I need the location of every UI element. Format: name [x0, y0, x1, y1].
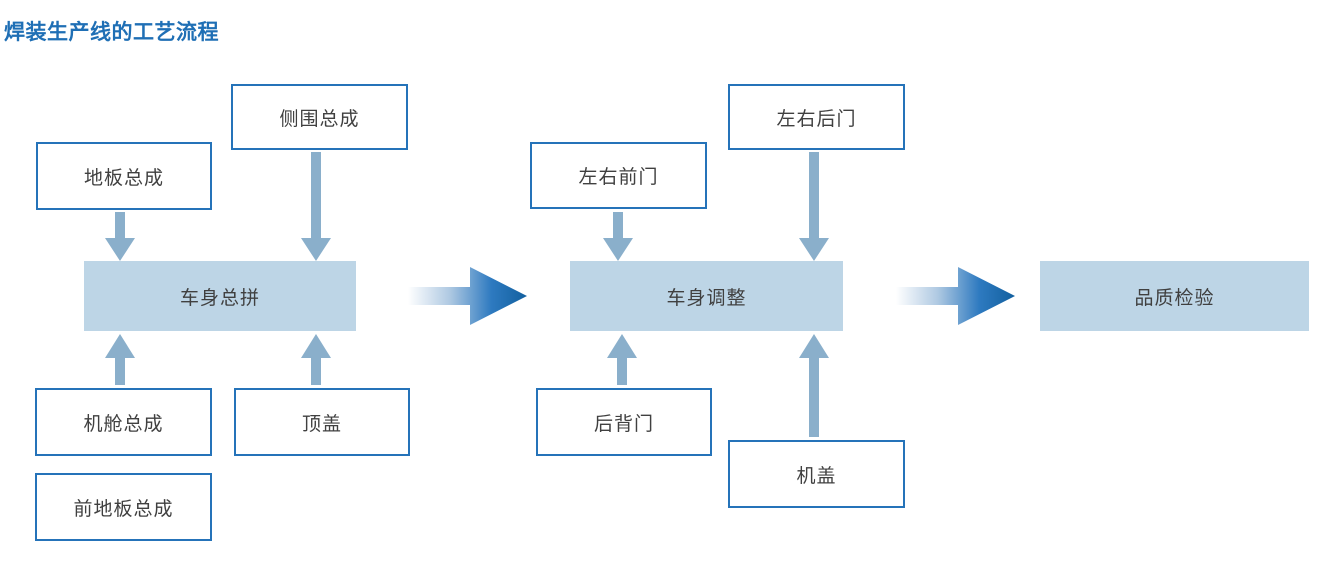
- arrow-up-enginebay-to-framing: [104, 334, 136, 386]
- arrow-up-hood-to-adjustment: [798, 334, 830, 438]
- node-front-floor-assembly[interactable]: 前地板总成: [35, 473, 212, 541]
- node-label: 侧围总成: [279, 108, 360, 130]
- node-label: 品质检验: [1134, 287, 1215, 309]
- node-side-panel-assembly[interactable]: 侧围总成: [231, 84, 408, 150]
- node-front-doors[interactable]: 左右前门: [530, 142, 707, 209]
- flow-arrow-framing-to-adjustment: [408, 265, 528, 327]
- node-body-framing[interactable]: 车身总拼: [84, 261, 356, 331]
- page-title: 焊装生产线的工艺流程: [4, 21, 219, 44]
- node-body-adjustment[interactable]: 车身调整: [570, 261, 843, 331]
- node-label: 前地板总成: [73, 498, 174, 520]
- flow-arrow-adjustment-to-inspection: [896, 265, 1016, 327]
- arrow-down-frontdoors-to-adjustment: [602, 212, 634, 262]
- arrow-down-reardoors-to-adjustment: [798, 152, 830, 262]
- node-label: 车身总拼: [179, 287, 260, 309]
- node-rear-doors[interactable]: 左右后门: [728, 84, 905, 150]
- node-label: 地板总成: [83, 167, 164, 189]
- node-label: 左右前门: [578, 167, 659, 188]
- arrow-up-tailgate-to-adjustment: [606, 334, 638, 386]
- node-hood[interactable]: 机盖: [728, 440, 905, 508]
- node-label: 机舱总成: [83, 413, 164, 435]
- node-label: 机盖: [796, 465, 837, 487]
- node-engine-bay-assembly[interactable]: 机舱总成: [35, 388, 212, 456]
- node-floor-assembly[interactable]: 地板总成: [36, 142, 212, 210]
- arrow-up-roof-to-framing: [300, 334, 332, 386]
- arrow-down-floor-to-framing: [104, 212, 136, 262]
- node-quality-inspection[interactable]: 品质检验: [1040, 261, 1309, 331]
- node-label: 车身调整: [666, 287, 747, 309]
- node-label: 左右后门: [776, 108, 857, 130]
- node-label: 后背门: [593, 413, 654, 435]
- arrow-down-sidepanel-to-framing: [300, 152, 332, 262]
- node-tailgate[interactable]: 后背门: [536, 388, 712, 456]
- node-roof-panel[interactable]: 顶盖: [234, 388, 410, 456]
- node-label: 顶盖: [301, 413, 342, 435]
